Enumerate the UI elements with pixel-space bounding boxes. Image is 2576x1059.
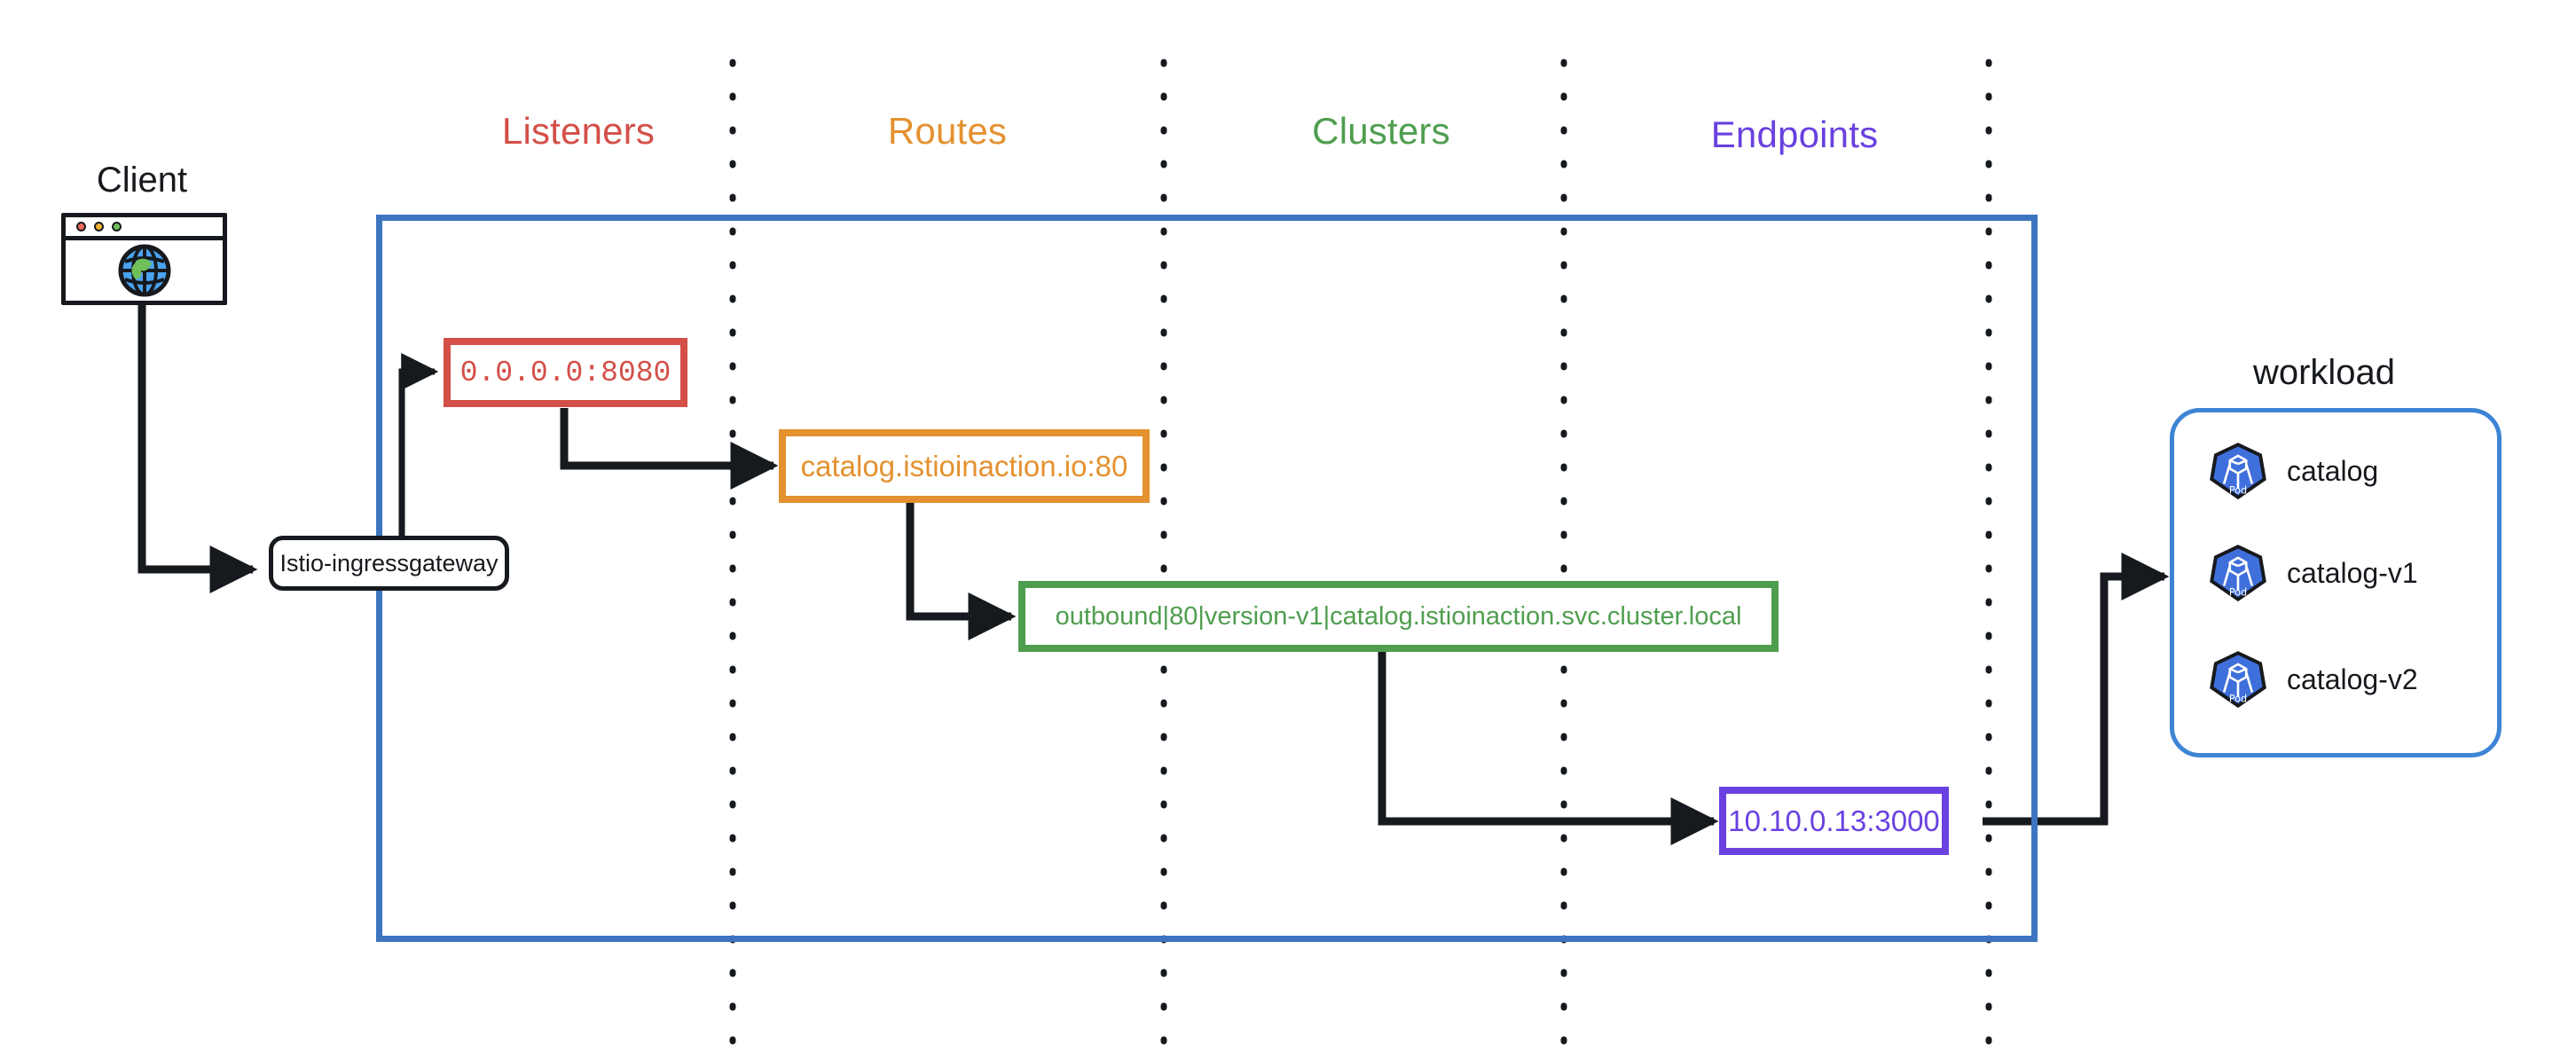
browser-dot-yellow <box>94 222 104 231</box>
kubernetes-pod-icon: Pod <box>2210 443 2266 500</box>
pod-row-catalog-v2[interactable]: Pod catalog-v2 <box>2209 650 2418 709</box>
column-header-endpoints: Endpoints <box>1710 114 1879 155</box>
kubernetes-pod-icon: Pod <box>2210 651 2266 709</box>
pod-name-catalog: catalog <box>2287 454 2379 487</box>
browser-dot-red <box>76 222 86 231</box>
route-node[interactable]: catalog.istioinaction.io:80 <box>779 429 1150 503</box>
browser-globe-icon <box>61 213 227 305</box>
globe-icon <box>118 244 170 297</box>
browser-viewport <box>66 240 223 301</box>
kubernetes-pod-icon: Pod <box>2210 545 2266 602</box>
pod-name-catalog-v2: catalog-v2 <box>2287 663 2418 695</box>
listener-label: 0.0.0.0:8080 <box>459 356 671 389</box>
endpoint-label: 10.10.0.13:3000 <box>1728 804 1940 837</box>
listener-node[interactable]: 0.0.0.0:8080 <box>444 338 687 407</box>
connector-client-to-gateway <box>137 304 258 593</box>
column-header-clusters: Clusters <box>1312 110 1450 152</box>
browser-dot-green <box>112 222 122 231</box>
pod-row-catalog-v1[interactable]: Pod catalog-v1 <box>2209 544 2418 602</box>
pod-name-catalog-v1: catalog-v1 <box>2287 556 2418 589</box>
route-label: catalog.istioinaction.io:80 <box>800 450 1128 482</box>
client-label: Client <box>96 161 188 200</box>
cluster-label: outbound|80|version-v1|catalog.istioinac… <box>1055 601 1742 631</box>
cluster-node[interactable]: outbound|80|version-v1|catalog.istioinac… <box>1018 581 1779 652</box>
endpoint-node[interactable]: 10.10.0.13:3000 <box>1719 787 1949 855</box>
column-header-listeners: Listeners <box>501 110 656 152</box>
browser-titlebar <box>66 217 223 240</box>
column-header-routes: Routes <box>887 110 1008 152</box>
workload-label: workload <box>2252 353 2396 392</box>
istio-ingressgateway-node[interactable]: Istio-ingressgateway <box>269 536 509 591</box>
svg-text:Pod: Pod <box>2229 485 2247 497</box>
svg-text:Pod: Pod <box>2229 694 2247 705</box>
svg-text:Pod: Pod <box>2229 587 2247 599</box>
pod-row-catalog[interactable]: Pod catalog <box>2209 442 2378 500</box>
istio-ingressgateway-label: Istio-ingressgateway <box>279 549 499 577</box>
